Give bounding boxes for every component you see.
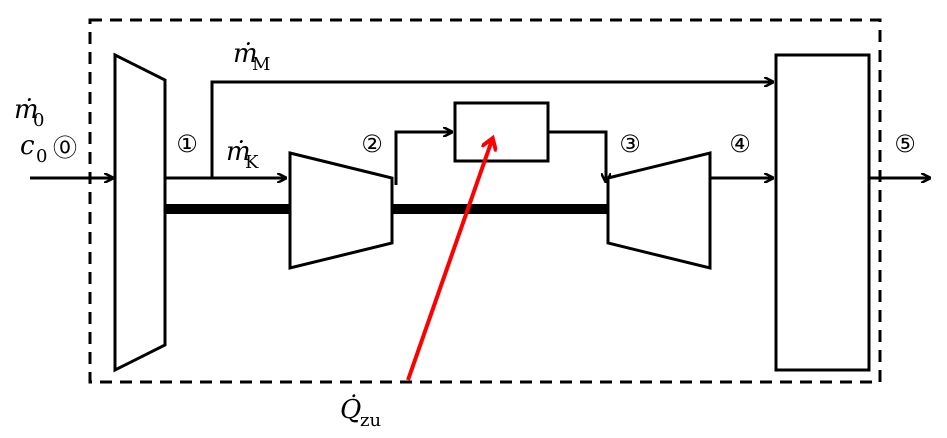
svg-text:K: K bbox=[245, 152, 259, 173]
svg-text:c: c bbox=[20, 131, 35, 161]
svg-text:M: M bbox=[252, 54, 270, 75]
svg-text:Q̇: Q̇ bbox=[340, 394, 361, 425]
station-5-label: ⑤ bbox=[894, 130, 916, 158]
svg-text:ṁ: ṁ bbox=[226, 137, 251, 167]
heat-input-arrow bbox=[406, 140, 492, 381]
combustor-to-turbine-arrow bbox=[548, 130, 606, 182]
mixer-nozzle bbox=[774, 53, 871, 372]
station-0-label: ⓪ bbox=[53, 134, 77, 162]
svg-text:zu: zu bbox=[360, 410, 381, 431]
compressor-to-combustor-arrow bbox=[394, 132, 452, 185]
station-2-label: ② bbox=[361, 130, 383, 158]
combustion-chamber bbox=[453, 101, 550, 163]
station-3-label: ③ bbox=[619, 130, 641, 158]
svg-text:ṁ: ṁ bbox=[233, 39, 258, 69]
bypass-mass-flow-label: ṁ M bbox=[233, 39, 270, 75]
inlet-mass-flow-label: ṁ 0 bbox=[14, 95, 44, 131]
core-mass-flow-label: ṁ K bbox=[226, 137, 259, 173]
bypass-flow-arrow bbox=[210, 82, 773, 178]
station-1-label: ① bbox=[176, 130, 198, 158]
compressor bbox=[288, 151, 394, 270]
inlet-velocity-label: c 0 bbox=[20, 131, 47, 167]
svg-text:0: 0 bbox=[36, 146, 47, 167]
system-boundary bbox=[88, 18, 882, 384]
svg-text:0: 0 bbox=[33, 110, 44, 131]
heat-input-label: Q̇ zu bbox=[340, 394, 381, 431]
turbine bbox=[606, 151, 712, 270]
svg-text:ṁ: ṁ bbox=[14, 95, 39, 125]
station-4-label: ④ bbox=[729, 130, 751, 158]
fan-inlet bbox=[113, 52, 167, 373]
